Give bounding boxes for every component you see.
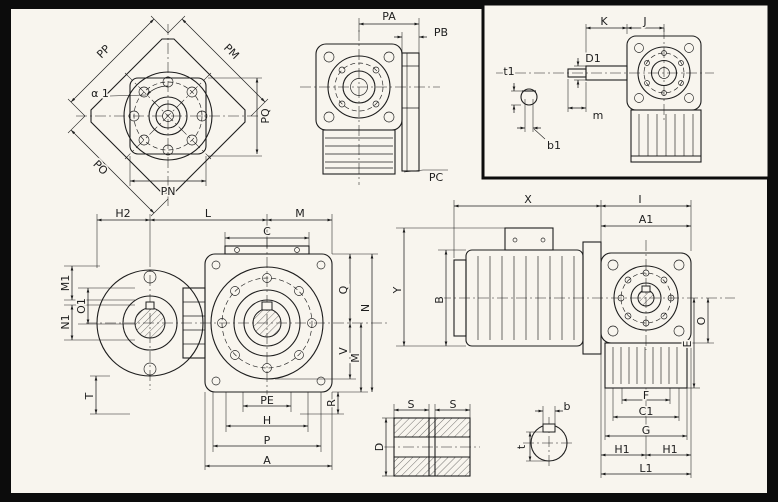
- view-motor-assembly: X I A1 Y B E O F C1 G H1 H1 L1: [390, 192, 735, 478]
- dim-label-t: T: [83, 392, 96, 400]
- dim-label-h1-left: H1: [614, 443, 629, 456]
- dim-label-m: m: [593, 109, 604, 122]
- dim-label-b1: b1: [547, 139, 561, 152]
- assembly-bolt-circle: [617, 269, 675, 327]
- dim-label-p: P: [264, 434, 271, 447]
- dim-label-y: Y: [391, 286, 404, 294]
- gearbox-fins: [612, 347, 678, 384]
- dim-label-t1: t1: [503, 65, 514, 78]
- dim-label-m-right: M: [349, 353, 362, 363]
- view-coupling-section: S S D: [372, 397, 480, 477]
- dim-label-a: A: [263, 454, 271, 467]
- dim-label-c: C: [263, 225, 271, 238]
- dim-label-alpha1: α 1: [91, 87, 109, 100]
- dim-label-n: N: [359, 304, 372, 312]
- dim-label-f: F: [643, 389, 649, 402]
- dim-label-pc: PC: [429, 171, 444, 184]
- dim-label-q: Q: [337, 285, 350, 294]
- dim-label-m1: M1: [59, 275, 72, 292]
- dim-label-v: V: [337, 347, 350, 355]
- dim-label-d: D: [373, 443, 386, 451]
- dim-label-j: J: [642, 15, 646, 28]
- view-gearbox-front: PA PB PC: [300, 9, 450, 186]
- dim-label-pa: PA: [382, 10, 396, 23]
- dim-label-o: O: [695, 316, 708, 325]
- dim-label-a1: A1: [639, 213, 654, 226]
- dim-label-pb: PB: [434, 26, 448, 39]
- dim-label-pe: PE: [260, 394, 274, 407]
- output-bolt-circle: [217, 273, 317, 373]
- dim-label-k: K: [600, 15, 608, 28]
- dim-label-i: I: [638, 193, 641, 206]
- view-shaft-detail-inset: K J t1 D1 m b1: [481, 2, 771, 180]
- view-key-section: b t: [514, 399, 575, 469]
- dim-label-l1: L1: [639, 462, 652, 475]
- dim-label-h2: H2: [115, 207, 130, 220]
- dim-label-h1-right: H1: [662, 443, 677, 456]
- motor-fins: [477, 256, 575, 340]
- dim-label-n1: N1: [59, 314, 72, 329]
- view-gearbox-side: H2 L M C M1 O1 N1 T Q N V M R PE H P A: [58, 206, 388, 470]
- dim-label-b: B: [433, 296, 446, 304]
- dim-label-x: X: [524, 193, 532, 206]
- dim-label-l: L: [205, 207, 212, 220]
- dim-label-pn: PN: [161, 185, 176, 198]
- dim-label-s-left: S: [408, 398, 415, 411]
- dim-label-pq: PQ: [259, 108, 272, 124]
- dim-label-b: b: [564, 400, 571, 413]
- dim-label-d1: D1: [585, 52, 600, 65]
- dim-label-t2: t: [515, 444, 528, 449]
- terminal-box: [504, 227, 554, 251]
- dim-label-g: G: [642, 424, 651, 437]
- dim-label-m-top: M: [295, 207, 305, 220]
- dim-label-s-right: S: [450, 398, 457, 411]
- dim-label-h: H: [263, 414, 271, 427]
- dim-label-o1: O1: [75, 298, 88, 314]
- dim-label-c1: C1: [639, 405, 654, 418]
- dim-label-r: R: [325, 399, 338, 407]
- dim-label-e: E: [681, 340, 694, 347]
